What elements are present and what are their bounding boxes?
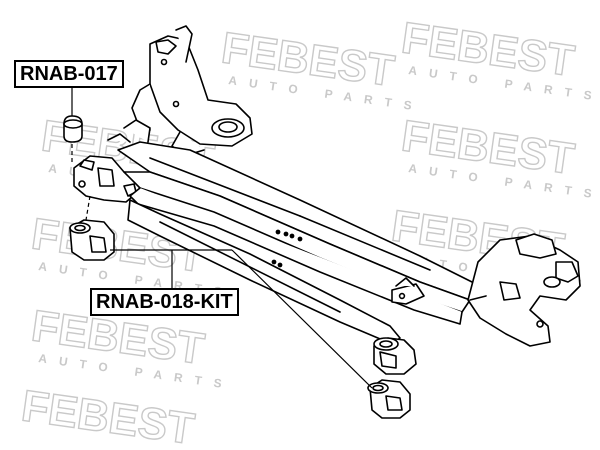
parts (63, 115, 411, 419)
bushing-rnab-018-right (367, 379, 411, 419)
watermark-2: FEBEST AUTO PARTS (398, 13, 600, 105)
watermark-1: FEBEST AUTO PARTS (218, 23, 425, 115)
right-bushing-housing (373, 337, 417, 375)
watermark-brand: FEBEST (19, 381, 198, 450)
rear-axle-subframe (73, 25, 581, 375)
leader-018-to-right (231, 249, 373, 389)
right-rear-bracket (391, 233, 581, 347)
watermark-4: FEBEST AUTO PARTS (398, 111, 600, 203)
bushing-rnab-018-left (69, 219, 115, 261)
watermark-8: FEBEST (18, 381, 198, 450)
leader-lines (71, 84, 373, 389)
part-label-rnab-017: RNAB-017 (14, 60, 124, 88)
part-label-rnab-018-kit: RNAB-018-KIT (90, 288, 239, 316)
bushing-rnab-017 (63, 115, 83, 143)
left-bushing-housing (73, 155, 141, 203)
cross-beam (107, 119, 481, 325)
